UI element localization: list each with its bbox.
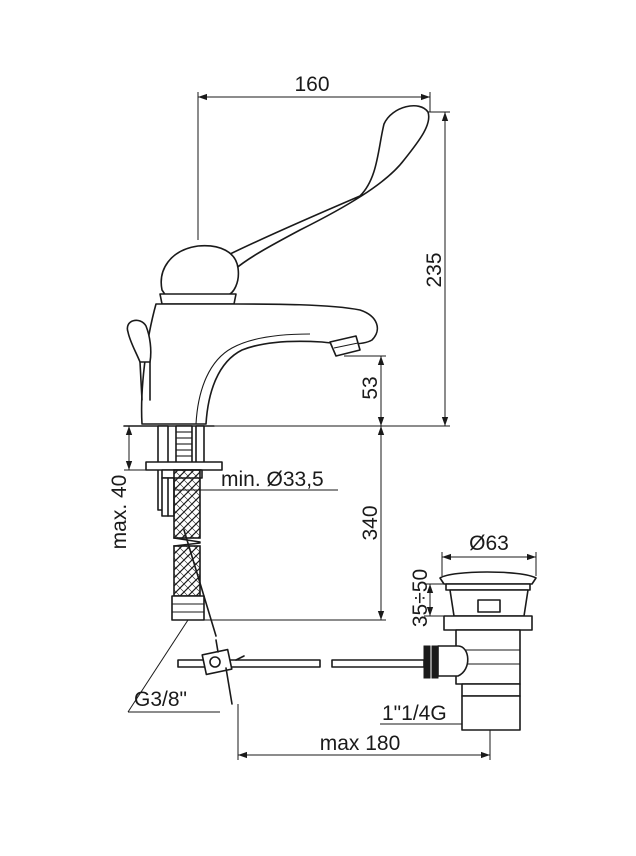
dimension-235: 235 <box>200 111 450 427</box>
drain-cap <box>439 571 537 585</box>
shank-right <box>195 425 205 467</box>
thread-g38-label: G3/8" <box>134 688 187 711</box>
cartridge-ring <box>159 293 237 305</box>
dimension-max-40: max. 40 <box>108 425 160 550</box>
dimension-160-label: 160 <box>294 73 329 96</box>
popup-linkage <box>177 639 425 705</box>
hose-nut <box>171 595 205 621</box>
dimension-waste-35-50-label: 35÷50 <box>409 569 432 627</box>
fixing-plate <box>145 461 223 471</box>
handle-hub <box>160 244 240 297</box>
drain-tail <box>461 683 521 697</box>
dimension-53: 53 <box>344 355 386 426</box>
stud-threads <box>176 431 192 457</box>
thread-1-1-4-callout: 1"1/4G <box>380 702 462 725</box>
dimension-340: 340 <box>200 426 386 621</box>
fixing-assembly <box>123 425 223 517</box>
dimension-waste-63-label: Ø63 <box>469 532 509 555</box>
dimension-min-hole-label: min. Ø33,5 <box>221 468 324 491</box>
thread-1-1-4-label: 1"1/4G <box>382 702 447 725</box>
dimension-53-label: 53 <box>359 376 382 399</box>
drain-window <box>477 599 501 613</box>
dimension-max-180: max 180 <box>237 704 491 760</box>
dimension-waste-63: Ø63 <box>441 532 537 576</box>
faucet-mixer <box>126 104 430 425</box>
lever-handle <box>221 104 430 271</box>
waste-drain <box>423 571 537 731</box>
dimension-max-180-label: max 180 <box>320 732 401 755</box>
dimension-340-label: 340 <box>359 505 382 540</box>
dimension-waste-35-50: 35÷50 <box>409 569 446 627</box>
dimension-max-40-label: max. 40 <box>108 475 131 550</box>
flexible-hose <box>171 469 217 637</box>
dimension-160: 160 <box>197 73 431 240</box>
mixer-body-spout <box>140 303 379 425</box>
popup-knob <box>126 319 152 363</box>
dimension-235-label: 235 <box>423 252 446 287</box>
thread-g38-callout: G3/8" <box>127 619 220 713</box>
